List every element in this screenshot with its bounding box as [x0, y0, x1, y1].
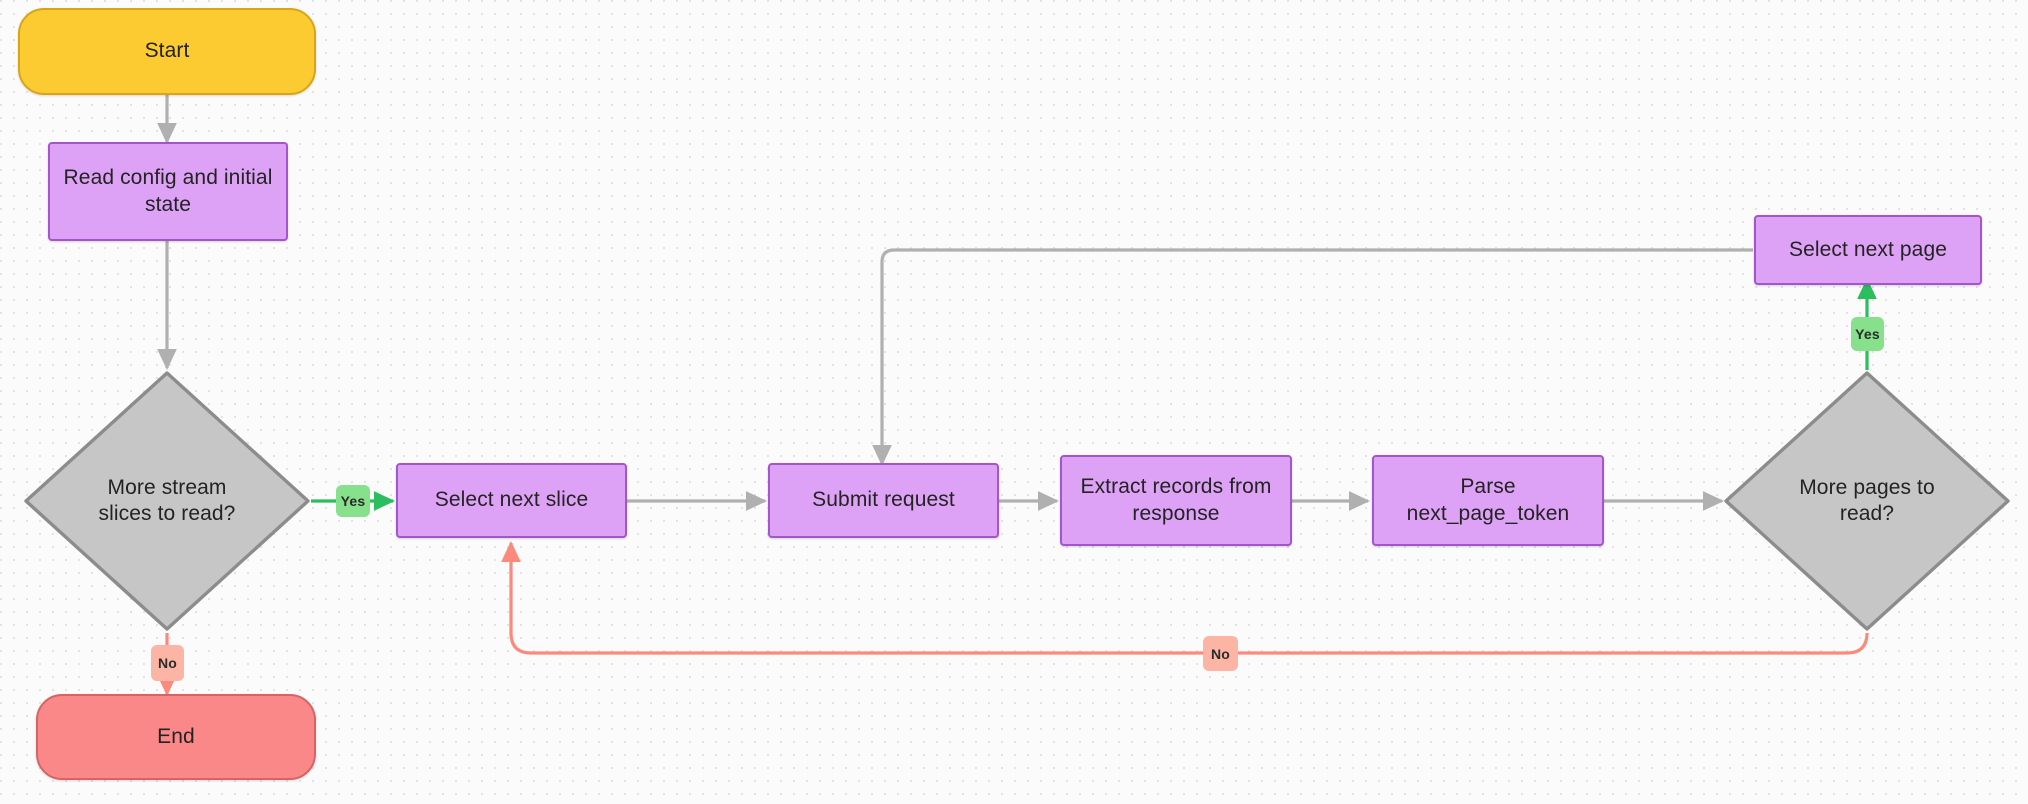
node-extract-records-line1: Extract records from — [1080, 475, 1272, 499]
node-extract-records-line2: response — [1132, 501, 1220, 525]
node-submit-request-label: Submit request — [812, 488, 955, 512]
node-start[interactable]: Start — [18, 8, 316, 95]
node-parse-next-page-token-line2: next_page_token — [1406, 501, 1570, 525]
node-select-next-page[interactable]: Select next page — [1754, 215, 1982, 285]
node-select-next-slice[interactable]: Select next slice — [396, 463, 627, 538]
node-more-pages-line2: read? — [1839, 502, 1895, 525]
node-end[interactable]: End — [36, 694, 316, 780]
node-read-config-label: Read config and initial state — [64, 165, 273, 218]
edge-label-yes-more-slices-text: Yes — [340, 493, 366, 509]
edge-label-no-more-pages[interactable]: No — [1203, 636, 1238, 671]
node-select-next-slice-label: Select next slice — [434, 488, 589, 512]
node-end-label: End — [157, 724, 195, 748]
node-extract-records[interactable]: Extract records from response — [1060, 455, 1292, 546]
node-more-pages-line1: More pages to — [1799, 475, 1935, 499]
edge-label-yes-more-pages[interactable]: Yes — [1851, 317, 1884, 351]
edge-label-no-more-pages-text: No — [1210, 645, 1231, 662]
node-more-stream-slices-line1: More stream — [107, 475, 227, 499]
edge-label-yes-more-pages-text: Yes — [1855, 326, 1880, 342]
node-parse-next-page-token-line1: Parse — [1460, 475, 1516, 499]
node-extract-records-label: Extract records from response — [1080, 474, 1271, 527]
edge-label-no-more-slices-text: No — [157, 655, 178, 671]
node-parse-next-page-token-label: Parse next_page_token — [1407, 474, 1570, 527]
edge-label-no-more-slices[interactable]: No — [151, 645, 184, 681]
node-submit-request[interactable]: Submit request — [768, 463, 999, 538]
node-more-pages-label: More pages to read? — [1785, 475, 1949, 528]
node-read-config-line2: state — [144, 192, 192, 216]
node-read-config[interactable]: Read config and initial state — [48, 142, 288, 241]
node-more-stream-slices[interactable]: More stream slices to read? — [23, 370, 311, 632]
edge-select-page-to-submit-request — [872, 248, 1753, 467]
node-parse-next-page-token[interactable]: Parse next_page_token — [1372, 455, 1604, 546]
edge-more-pages-no-to-select-slice — [501, 540, 1869, 655]
edge-label-yes-more-slices[interactable]: Yes — [336, 485, 370, 517]
node-more-stream-slices-label: More stream slices to read? — [85, 475, 250, 528]
diamond-shape — [24, 371, 310, 631]
node-select-next-page-label: Select next page — [1788, 237, 1948, 261]
node-more-stream-slices-line2: slices to read? — [98, 502, 236, 525]
node-read-config-line1: Read config and initial — [63, 166, 273, 190]
node-more-pages[interactable]: More pages to read? — [1723, 370, 2011, 632]
node-start-label: Start — [144, 39, 190, 63]
